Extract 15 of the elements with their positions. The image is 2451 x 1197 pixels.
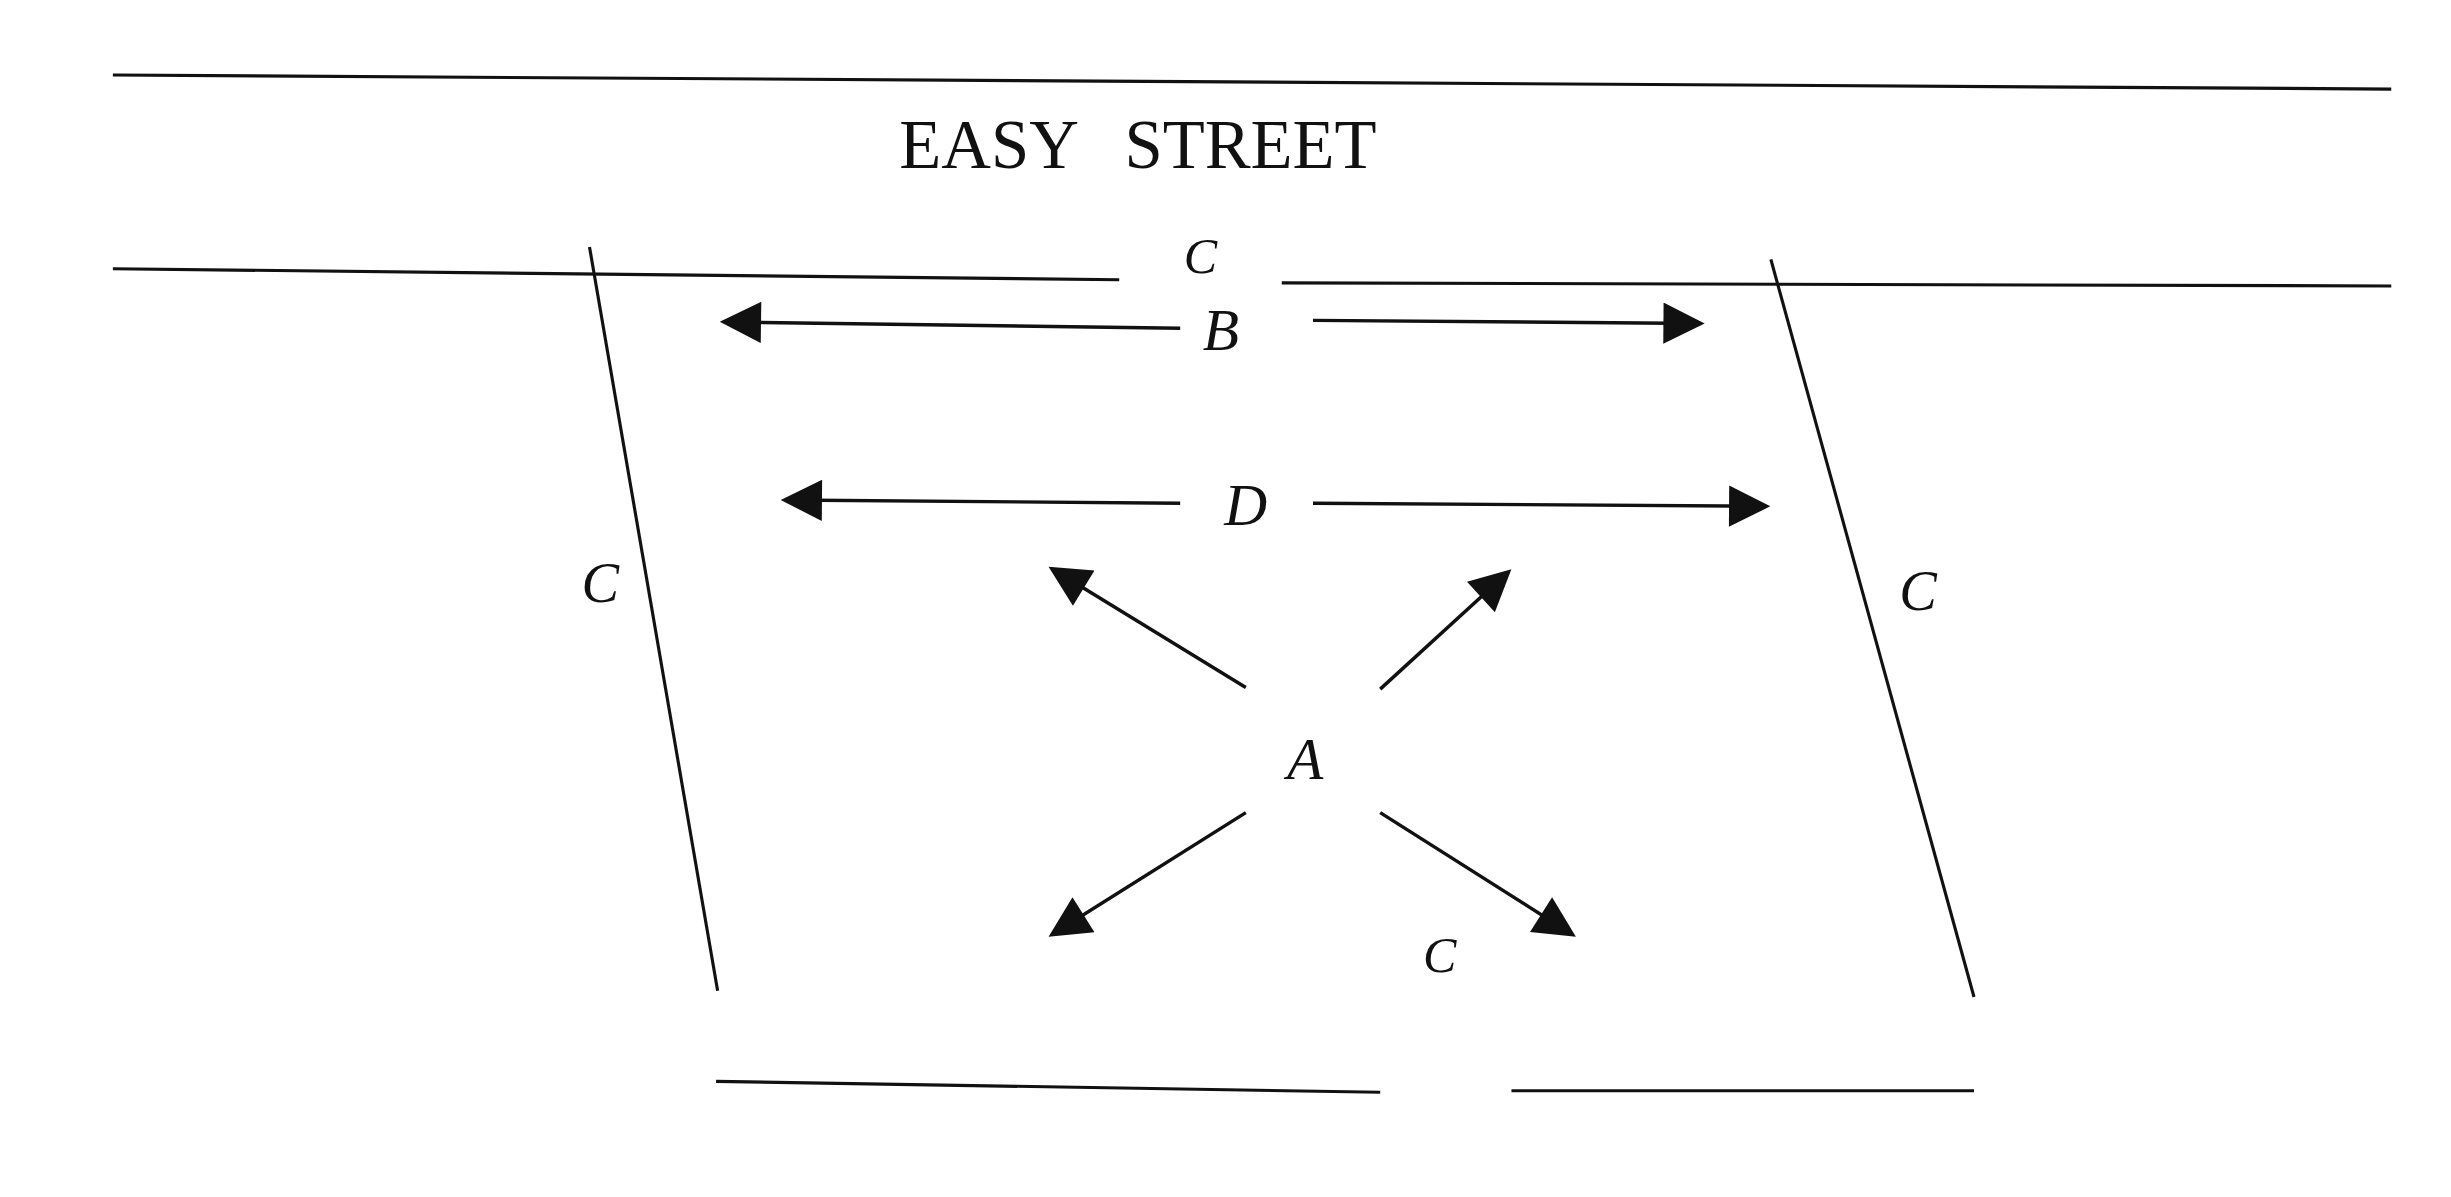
area-letter: D <box>1224 476 1268 537</box>
arrow <box>719 301 1181 344</box>
arrow <box>1048 811 1247 937</box>
arrow <box>1379 811 1576 937</box>
arrow <box>1313 302 1705 344</box>
area-letter: C <box>581 554 619 612</box>
street-name: EASY STREET <box>899 110 1377 180</box>
arrow <box>1048 566 1247 690</box>
arrow <box>1313 485 1771 527</box>
area-letter: C <box>1422 930 1457 981</box>
arrow <box>780 479 1181 521</box>
area-letter: C <box>1183 231 1218 282</box>
area-letter: B <box>1202 301 1239 362</box>
area-letter: C <box>1899 562 1937 619</box>
arrow <box>1379 569 1512 691</box>
